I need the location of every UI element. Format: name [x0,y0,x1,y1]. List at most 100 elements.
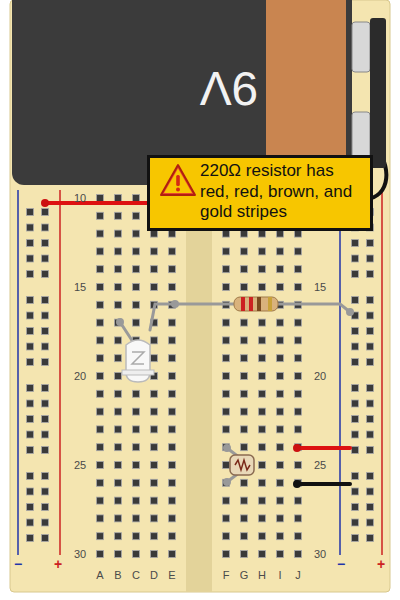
hole [115,373,122,380]
hole [115,337,122,344]
hole [277,444,284,451]
hole [169,479,176,486]
hole [97,212,104,219]
led-lead [150,304,175,330]
hole [295,337,302,344]
hole [367,343,374,350]
hole [42,488,49,495]
red-wire [45,201,160,205]
red-wire [297,446,350,450]
hole [42,473,49,480]
hole [352,328,359,335]
hole [115,284,122,291]
hole [352,255,359,262]
hole [97,551,104,558]
rail-line [339,190,341,555]
hole [367,431,374,438]
hole [259,408,266,415]
hole [42,271,49,278]
hole [151,533,158,540]
hole [169,533,176,540]
rail-line [17,190,19,555]
hole [277,497,284,504]
hole [97,266,104,273]
hole [241,408,248,415]
hole [151,337,158,344]
hole [367,488,374,495]
rail-line [59,190,61,555]
hole [277,284,284,291]
hole [133,515,140,522]
battery-label: 9V [200,64,259,112]
hole [42,240,49,247]
hole [259,337,266,344]
rail-sign: + [377,557,385,571]
row-number: 15 [314,282,326,293]
hole [277,551,284,558]
column-letter: C [132,570,140,581]
hole [223,355,230,362]
hole [259,551,266,558]
hole [277,319,284,326]
warning-callout: 220Ω resistor has red, red, brown, and g… [147,155,373,231]
hole [97,444,104,451]
rail-sign: + [54,557,62,571]
hole [277,248,284,255]
hole [115,497,122,504]
hole [277,462,284,469]
hole [352,447,359,454]
hole [42,504,49,511]
hole [115,408,122,415]
hole [169,373,176,380]
hole [27,504,34,511]
hole [169,284,176,291]
hole [259,248,266,255]
hole [223,266,230,273]
hole [223,373,230,380]
hole [241,337,248,344]
hole [277,266,284,273]
hole [352,431,359,438]
rail-sign: − [14,557,22,571]
hole [115,515,122,522]
hole [133,479,140,486]
hole [151,426,158,433]
hole [97,426,104,433]
hole [223,319,230,326]
hole [352,240,359,247]
hole [169,390,176,397]
hole [151,479,158,486]
row-number: 30 [74,549,86,560]
hole [27,224,34,231]
hole [27,519,34,526]
hole [241,515,248,522]
hole [27,343,34,350]
hole [42,400,49,407]
row-number: 15 [74,282,86,293]
hole [241,497,248,504]
warning-icon [158,162,198,198]
lead-end [116,318,124,326]
hole [295,515,302,522]
hole [367,400,374,407]
black-wire [297,482,350,486]
wire-end [293,480,301,488]
hole [295,266,302,273]
hole [97,497,104,504]
hole [352,416,359,423]
hole [259,497,266,504]
hole [295,373,302,380]
row-number: 25 [314,460,326,471]
hole [169,355,176,362]
hole [169,426,176,433]
hole [352,271,359,278]
hole [295,551,302,558]
hole [115,266,122,273]
hole [259,462,266,469]
resistor-symbol [234,297,278,311]
column-letter: J [295,570,301,581]
hole [241,373,248,380]
hole [259,426,266,433]
hole [27,488,34,495]
hole [277,373,284,380]
